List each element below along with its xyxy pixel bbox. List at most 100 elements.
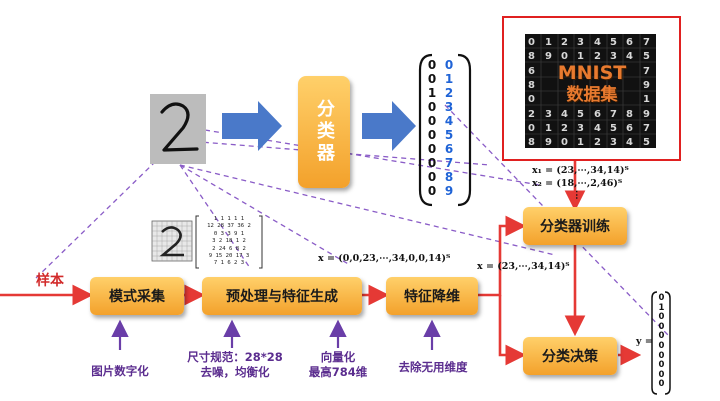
onehot-bit: 0	[427, 184, 437, 198]
formula-feature-vector: x = (0,0,23,⋯,34,0,0,14)ᵀ	[318, 253, 451, 264]
svg-text:3: 3	[577, 37, 584, 48]
output-bit: 0	[658, 369, 665, 380]
main-flow-arrows	[0, 160, 642, 366]
mode-collect-box: 模式采集	[90, 277, 184, 315]
classifier-train-box: 分类器训练	[523, 207, 627, 245]
onehot-bit: 1	[427, 86, 437, 100]
svg-text:2: 2	[561, 123, 568, 134]
onehot-bit: 0	[427, 170, 437, 184]
caption-remove-dims: 去除无用维度	[388, 360, 478, 375]
svg-text:3: 3	[545, 109, 552, 120]
pixel-matrix-row: 12 28 37 36 2	[207, 223, 251, 230]
formula-dots: ⋮	[572, 190, 582, 201]
svg-text:0: 0	[528, 94, 535, 105]
svg-text:5: 5	[643, 51, 650, 62]
output-bit: 1	[658, 302, 665, 313]
mnist-title: MNIST	[557, 62, 627, 84]
onehot-bit: 0	[427, 72, 437, 86]
svg-text:9: 9	[643, 109, 650, 120]
svg-text:3: 3	[610, 51, 617, 62]
mnist-label: MNIST 数据集	[540, 62, 644, 106]
svg-text:6: 6	[626, 37, 633, 48]
digit-image	[150, 94, 206, 164]
onehot-digit-labels: 0 1 2 3 4 5 6 7 8 9	[441, 58, 457, 198]
blue-arrows	[222, 101, 416, 151]
svg-text:8: 8	[626, 109, 633, 120]
digit-label: 6	[444, 142, 454, 156]
feature-reduce-box: 特征降维	[386, 277, 478, 315]
svg-text:9: 9	[545, 51, 552, 62]
svg-text:8: 8	[528, 137, 535, 148]
pixel-matrix-row: 9 15 20 17 3	[208, 253, 250, 260]
digit-label: 9	[444, 184, 454, 198]
svg-text:0: 0	[561, 51, 568, 62]
classifier-box: 分类器	[298, 76, 350, 188]
digit-label: 1	[444, 72, 454, 86]
svg-text:9: 9	[643, 80, 650, 91]
output-bit: 0	[658, 360, 665, 371]
caption-remove-dims-text: 去除无用维度	[398, 360, 468, 374]
caption-vectorize-line1: 向量化	[320, 350, 356, 364]
svg-text:5: 5	[577, 109, 584, 120]
svg-text:7: 7	[643, 123, 650, 134]
svg-text:8: 8	[528, 80, 535, 91]
pixel-matrix-brackets	[195, 215, 263, 269]
onehot-bit: 0	[427, 128, 437, 142]
svg-text:3: 3	[577, 123, 584, 134]
formula-x1: x₁ = (23,⋯,34,14)ᵀ	[532, 165, 629, 176]
caption-size-line1: 尺寸规范：28*28	[187, 350, 283, 364]
caption-digitize-text: 图片数字化	[91, 364, 149, 378]
digit-label: 5	[444, 128, 454, 142]
pixel-matrix-row: 2 24 6 8 2	[212, 245, 246, 252]
onehot-bit: 0	[427, 100, 437, 114]
onehot-bit: 0	[427, 156, 437, 170]
svg-text:1: 1	[577, 137, 584, 148]
output-bit: 0	[658, 312, 665, 323]
formula-reduced-vector: x = (23,⋯,34,14)ᵀ	[477, 261, 570, 272]
svg-text:0: 0	[528, 37, 535, 48]
onehot-bits: 0 0 1 0 0 0 0 0 0 0	[425, 58, 439, 198]
preprocess-box: 预处理与特征生成	[202, 277, 362, 315]
svg-text:7: 7	[643, 37, 650, 48]
output-bit: 0	[658, 331, 665, 342]
svg-text:4: 4	[626, 137, 633, 148]
output-bit: 0	[658, 350, 665, 361]
classifier-label: 分类器	[314, 99, 335, 165]
svg-text:2: 2	[528, 109, 535, 120]
svg-text:8: 8	[528, 51, 535, 62]
pixel-matrix-row: 0 3 3 9 1	[213, 230, 245, 237]
formula-x2: x₂ = (18,⋯,2,46)ᵀ	[532, 178, 623, 189]
pixel-matrix: 1 1 1 1 1 12 28 37 36 2 0 3 3 9 1 3 2 18…	[199, 216, 259, 268]
digit-label: 8	[444, 170, 454, 184]
svg-text:1: 1	[643, 94, 650, 105]
output-vector: 0 1 0 0 0 0 0 0 0 0	[655, 293, 668, 390]
svg-text:0: 0	[561, 137, 568, 148]
svg-text:1: 1	[577, 51, 584, 62]
classify-decide-box: 分类决策	[523, 337, 617, 375]
mnist-highlight-frame	[502, 16, 681, 161]
pixel-matrix-row: 7 1 6 2 3	[213, 260, 245, 267]
onehot-bit: 0	[427, 114, 437, 128]
digit-label: 7	[444, 156, 454, 170]
svg-text:9: 9	[545, 137, 552, 148]
output-bit: 0	[658, 293, 665, 303]
svg-text:0: 0	[528, 123, 535, 134]
digit-label: 4	[444, 114, 454, 128]
svg-text:7: 7	[610, 109, 617, 120]
onehot-bit: 0	[427, 142, 437, 156]
svg-text:5: 5	[610, 123, 617, 134]
digit-label: 3	[444, 100, 454, 114]
svg-text:7: 7	[643, 66, 650, 77]
svg-text:6: 6	[594, 109, 601, 120]
dashed-guides	[35, 104, 669, 336]
svg-text:4: 4	[594, 123, 601, 134]
caption-size-line2: 去噪，均衡化	[200, 365, 270, 379]
caption-vectorize: 向量化 最高784维	[298, 350, 378, 380]
formula-y: y =	[636, 336, 653, 347]
output-bit: 0	[658, 321, 665, 332]
svg-text:2: 2	[561, 37, 568, 48]
digit-label: 0	[444, 58, 454, 72]
svg-text:6: 6	[528, 66, 535, 77]
